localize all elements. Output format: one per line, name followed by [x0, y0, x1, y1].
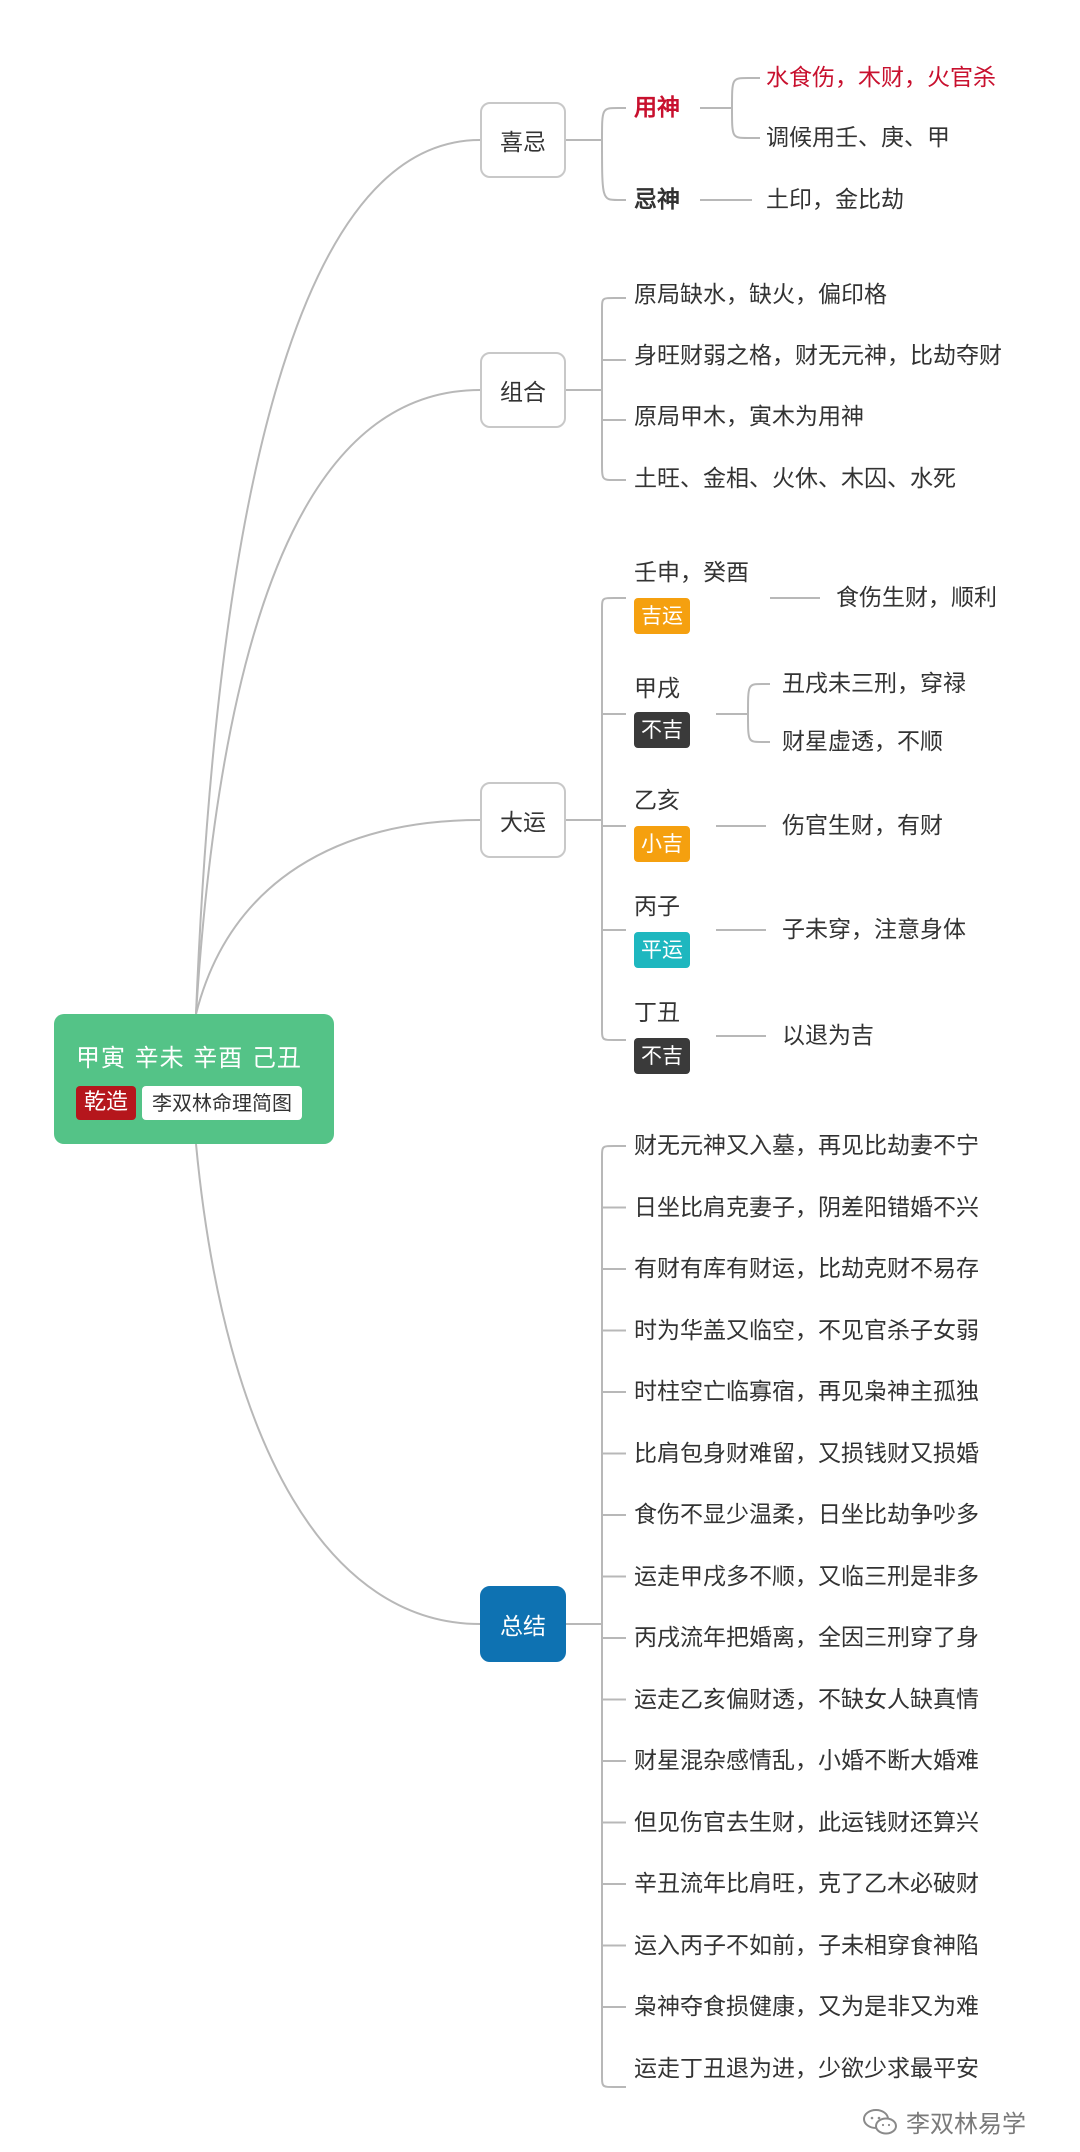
zongjie-item[interactable]: 时为华盖又临空，不见官杀子女弱 — [634, 1317, 979, 1344]
yongshen-item[interactable]: 调候用壬、庚、甲 — [766, 125, 950, 151]
connector-zongjie — [566, 1145, 626, 2088]
dayun-period-note[interactable]: 食伤生财，顺利 — [836, 585, 997, 611]
dayun-period-tag: 吉运 — [634, 598, 690, 634]
dayun-period-tag: 小吉 — [634, 826, 690, 862]
connector-root-zuhe — [195, 389, 481, 1015]
connector-zuhe — [566, 297, 626, 481]
branch-xiji[interactable]: 喜忌 — [480, 102, 566, 178]
dayun-period-note[interactable]: 伤官生财，有财 — [782, 813, 943, 839]
zongjie-item[interactable]: 枭神夺食损健康，又为是非又为难 — [634, 1994, 979, 2020]
wechat-icon — [863, 2108, 897, 2134]
zongjie-item[interactable]: 财星混杂感情乱，小婚不断大婚难 — [634, 1748, 979, 1774]
dayun-period-name[interactable]: 丁丑 — [634, 1000, 680, 1026]
root-node[interactable]: 甲寅 辛未 辛酉 己丑 乾造 李双林命理简图 — [54, 1014, 334, 1144]
zongjie-item[interactable]: 食伤不显少温柔，日坐比劫争吵多 — [634, 1502, 979, 1528]
branch-zongjie[interactable]: 总结 — [480, 1586, 566, 1662]
dayun-period-name[interactable]: 壬申，癸酉 — [634, 560, 749, 586]
jishen-label[interactable]: 忌神 — [634, 187, 680, 213]
watermark-text: 李双林易学 — [906, 2110, 1026, 2138]
yongshen-item[interactable]: 水食伤，木财，火官杀 — [766, 65, 996, 91]
name-tag: 李双林命理简图 — [142, 1086, 303, 1120]
zongjie-item[interactable]: 丙戌流年把婚离，全因三刑穿了身 — [634, 1625, 979, 1651]
gender-tag: 乾造 — [76, 1086, 137, 1120]
zuhe-item[interactable]: 土旺、金相、火休、木囚、水死 — [634, 466, 956, 492]
connector-dayun — [566, 597, 626, 1041]
zuhe-item[interactable]: 原局缺水，缺火，偏印格 — [634, 282, 887, 308]
branch-zuhe[interactable]: 组合 — [480, 352, 566, 428]
connector-root-xiji — [195, 139, 481, 1015]
connector-zongjie-ticks — [602, 1206, 626, 2008]
dayun-period-note[interactable]: 丑戌未三刑，穿禄 — [782, 671, 966, 697]
dayun-period-note[interactable]: 子未穿，注意身体 — [782, 917, 966, 943]
connector-dayun-2 — [716, 683, 770, 743]
dayun-period-name[interactable]: 丙子 — [634, 894, 680, 920]
jishen-item[interactable]: 土印，金比劫 — [766, 187, 904, 213]
dayun-period-name[interactable]: 乙亥 — [634, 788, 680, 814]
root-tags: 乾造 李双林命理简图 — [76, 1086, 334, 1120]
watermark: 李双林易学 — [862, 2104, 1026, 2139]
connector-root-zongjie — [195, 1143, 481, 1625]
dayun-period-note[interactable]: 财星虚透，不顺 — [782, 729, 943, 755]
zuhe-item[interactable]: 原局甲木，寅木为用神 — [634, 404, 864, 430]
zongjie-item[interactable]: 运走甲戌多不顺，又临三刑是非多 — [634, 1563, 979, 1590]
zongjie-item[interactable]: 辛丑流年比肩旺，克了乙木必破财 — [634, 1871, 979, 1897]
connector-yongshen — [700, 77, 760, 139]
dayun-period-tag: 平运 — [634, 932, 690, 968]
zongjie-item[interactable]: 运走乙亥偏财透，不缺女人缺真情 — [634, 1686, 979, 1713]
zongjie-item[interactable]: 财无元神又入墓，再见比劫妻不宁 — [634, 1133, 979, 1159]
root-title: 甲寅 辛未 辛酉 己丑 — [76, 1044, 302, 1072]
dayun-period-name[interactable]: 甲戌 — [634, 676, 680, 702]
branch-dayun[interactable]: 大运 — [480, 782, 566, 858]
dayun-period-tag: 不吉 — [634, 1038, 690, 1074]
zongjie-item[interactable]: 比肩包身财难留，又损钱财又损婚 — [634, 1440, 979, 1467]
zongjie-item[interactable]: 运走丁丑退为进，少欲少求最平安 — [634, 2055, 979, 2082]
connector-root-dayun — [195, 819, 481, 1015]
zuhe-item[interactable]: 身旺财弱之格，财无元神，比劫夺财 — [634, 343, 1002, 369]
dayun-period-note[interactable]: 以退为吉 — [782, 1023, 874, 1049]
zongjie-item[interactable]: 运入丙子不如前，子未相穿食神陷 — [634, 1932, 979, 1959]
zongjie-item[interactable]: 但见伤官去生财，此运钱财还算兴 — [634, 1809, 979, 1836]
dayun-period-tag: 不吉 — [634, 712, 690, 748]
zongjie-item[interactable]: 有财有库有财运，比劫克财不易存 — [634, 1256, 979, 1282]
yongshen-label[interactable]: 用神 — [634, 95, 680, 121]
connector-xiji — [566, 107, 626, 201]
zongjie-item[interactable]: 日坐比肩克妻子，阴差阳错婚不兴 — [634, 1194, 979, 1221]
zongjie-item[interactable]: 时柱空亡临寡宿，再见枭神主孤独 — [634, 1379, 979, 1405]
